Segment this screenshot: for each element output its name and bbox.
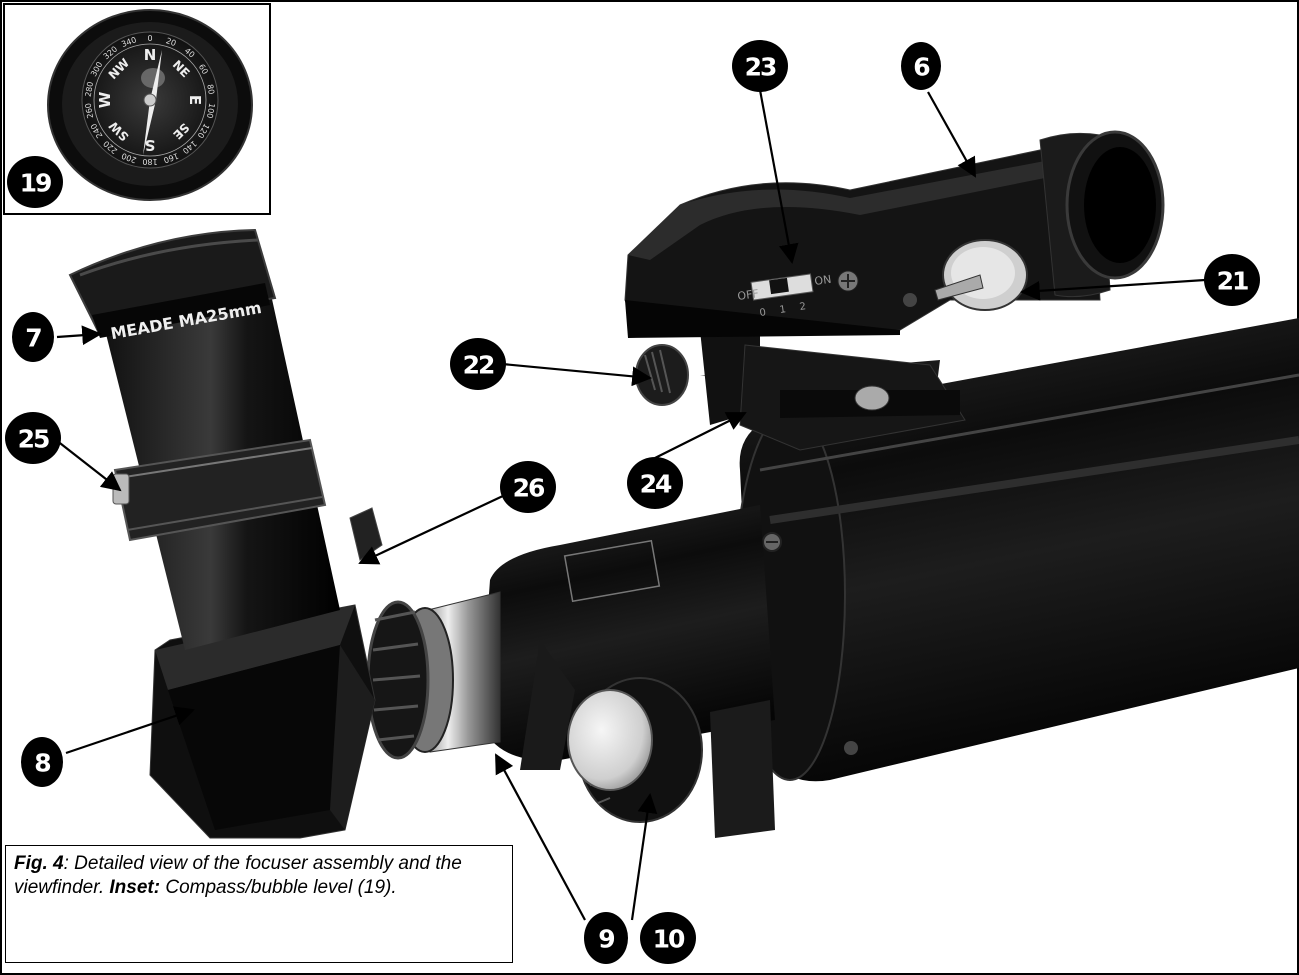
leader-6 bbox=[927, 91, 976, 178]
viewfinder: OFF ON 0 1 2 bbox=[624, 130, 1165, 451]
switch-pos-0: 0 bbox=[759, 307, 767, 319]
svg-text:10: 10 bbox=[653, 925, 685, 954]
leader-26 bbox=[358, 494, 506, 565]
compass-degree-280: 280 bbox=[84, 81, 96, 98]
switch-pos-2: 2 bbox=[799, 301, 807, 313]
leader-8 bbox=[65, 706, 195, 755]
compass-cardinal-w: W bbox=[96, 91, 114, 108]
leader-23 bbox=[758, 89, 799, 264]
switch-pos-1: 1 bbox=[779, 304, 787, 316]
callout-25: 25 bbox=[5, 412, 61, 464]
caption-fig-label: Fig. 4 bbox=[14, 853, 64, 874]
compass-degree-60: 60 bbox=[197, 63, 210, 76]
svg-text:7: 7 bbox=[25, 324, 41, 353]
compass-degree-100: 100 bbox=[205, 102, 217, 119]
compass-cardinal-s: S bbox=[145, 136, 156, 154]
leader-22 bbox=[501, 362, 652, 387]
compass-degree-260: 260 bbox=[84, 102, 96, 119]
leader-10 bbox=[630, 793, 658, 921]
leader-lines bbox=[55, 89, 1206, 921]
caption-fig-text: : Detailed view of the focuser assembly … bbox=[14, 853, 462, 898]
eyepiece: MEADE MA25mm bbox=[68, 228, 340, 650]
switch-off-label: OFF bbox=[737, 287, 760, 303]
switch-on-label: ON bbox=[814, 273, 833, 288]
callout-6: 6 bbox=[901, 42, 941, 90]
svg-text:23: 23 bbox=[745, 53, 776, 82]
callout-19: 19 bbox=[7, 156, 63, 208]
callout-22: 22 bbox=[450, 338, 506, 390]
callout-23: 23 bbox=[732, 40, 788, 92]
star-diagonal bbox=[149, 507, 383, 839]
leader-25 bbox=[55, 439, 122, 492]
compass-degree-80: 80 bbox=[205, 83, 216, 95]
compass-degree-20: 20 bbox=[165, 36, 178, 48]
compass-cardinal-e: E bbox=[186, 95, 204, 105]
svg-text:21: 21 bbox=[1217, 267, 1248, 296]
figure-caption: Fig. 4: Detailed view of the focuser ass… bbox=[5, 845, 513, 963]
callout-21: 21 bbox=[1204, 254, 1260, 306]
svg-text:19: 19 bbox=[20, 169, 51, 198]
compass-degree-0: 0 bbox=[147, 34, 152, 43]
callout-7: 7 bbox=[12, 312, 54, 362]
leader-7 bbox=[56, 325, 102, 346]
focuser-body bbox=[366, 505, 775, 838]
svg-text:26: 26 bbox=[513, 474, 545, 503]
leader-9 bbox=[495, 753, 586, 921]
svg-text:22: 22 bbox=[463, 351, 494, 380]
callout-26: 26 bbox=[500, 461, 556, 513]
callout-badges: 6 7 8 9 10 19 21 22 23 24 25 26 bbox=[5, 40, 1260, 964]
svg-text:6: 6 bbox=[913, 53, 930, 82]
leader-21 bbox=[1020, 278, 1206, 301]
svg-text:25: 25 bbox=[18, 425, 49, 454]
bubble-level bbox=[141, 68, 165, 88]
svg-text:8: 8 bbox=[34, 749, 50, 778]
callout-24: 24 bbox=[627, 457, 683, 509]
callout-10: 10 bbox=[640, 912, 696, 964]
compass-cardinal-n: N bbox=[144, 46, 157, 64]
caption-inset-label: Inset: bbox=[109, 877, 161, 898]
compass-degree-180: 180 bbox=[142, 157, 157, 166]
callout-8: 8 bbox=[21, 737, 63, 787]
caption-inset-text: Compass/bubble level (19). bbox=[160, 877, 397, 898]
callout-9: 9 bbox=[584, 912, 628, 964]
focus-knob bbox=[567, 677, 703, 823]
leader-24 bbox=[654, 412, 747, 459]
svg-text:24: 24 bbox=[640, 470, 672, 499]
svg-text:9: 9 bbox=[598, 925, 614, 954]
